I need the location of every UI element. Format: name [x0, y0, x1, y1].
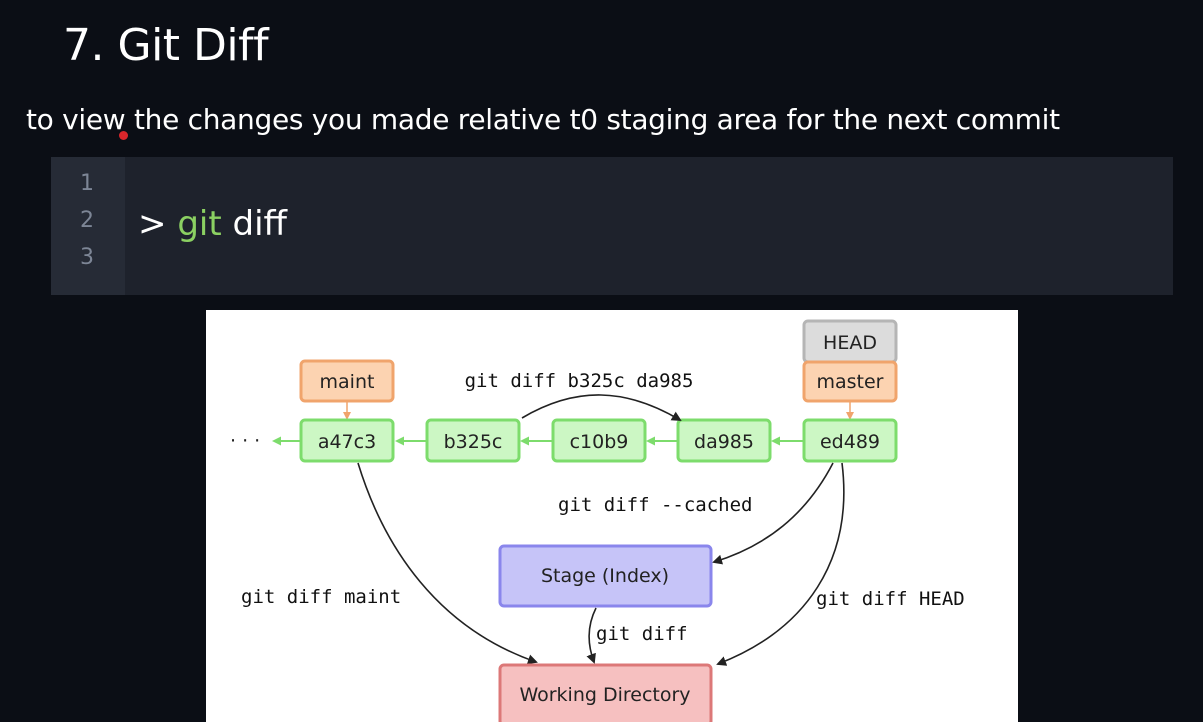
line-number-gutter: 1 2 3 [51, 157, 125, 295]
stage-index-box [498, 544, 713, 608]
diff-commits-arrow [521, 394, 682, 422]
diff-cached-arrow [712, 462, 834, 565]
code-line-command: > git diff [138, 204, 287, 244]
diff-maint-arrow [357, 462, 538, 665]
master-branch-box [802, 360, 898, 403]
stage-index-label: Stage (Index) [541, 565, 669, 587]
history-ellipsis: · · · [230, 430, 260, 452]
diff-head-command: git diff HEAD [816, 588, 965, 610]
commit-label: ed489 [820, 431, 880, 453]
diff-maint-command: git diff maint [241, 586, 401, 608]
slide-title: 7. Git Diff [63, 20, 269, 71]
commit-box [425, 418, 521, 463]
working-directory-box [498, 663, 713, 722]
line-number: 2 [80, 208, 94, 233]
master-branch-label: master [816, 371, 883, 393]
commit-label: a47c3 [318, 431, 376, 453]
working-directory-label: Working Directory [519, 684, 690, 706]
prompt-symbol: > [138, 204, 167, 244]
git-diff-diagram: · · · HEAD master maint a47c3 b325c c10b… [206, 310, 1018, 722]
maint-branch-label: maint [320, 371, 375, 393]
diagram-svg: · · · HEAD master maint a47c3 b325c c10b… [230, 319, 965, 722]
code-block: 1 2 3 > git diff [51, 157, 1173, 295]
git-keyword: git [177, 204, 222, 244]
slide-subtitle: to view the changes you made relative t0… [26, 103, 1060, 136]
commit-box [551, 418, 647, 463]
head-label: HEAD [823, 332, 877, 354]
commit-label: c10b9 [570, 431, 629, 453]
line-number: 3 [80, 245, 94, 270]
commit-label: b325c [444, 431, 503, 453]
laser-pointer-dot [119, 131, 128, 140]
maint-branch-box [299, 359, 395, 403]
commit-box [802, 418, 898, 463]
commit-box [676, 418, 772, 463]
line-number: 1 [80, 171, 94, 196]
diff-argument: diff [232, 204, 287, 244]
commit-label: da985 [694, 431, 754, 453]
diff-head-arrow [716, 462, 845, 666]
diff-cached-command: git diff --cached [558, 494, 752, 516]
diff-commits-command: git diff b325c da985 [465, 370, 694, 392]
commit-box [299, 418, 395, 463]
diff-plain-arrow [586, 607, 597, 664]
diff-plain-command: git diff [596, 623, 688, 645]
